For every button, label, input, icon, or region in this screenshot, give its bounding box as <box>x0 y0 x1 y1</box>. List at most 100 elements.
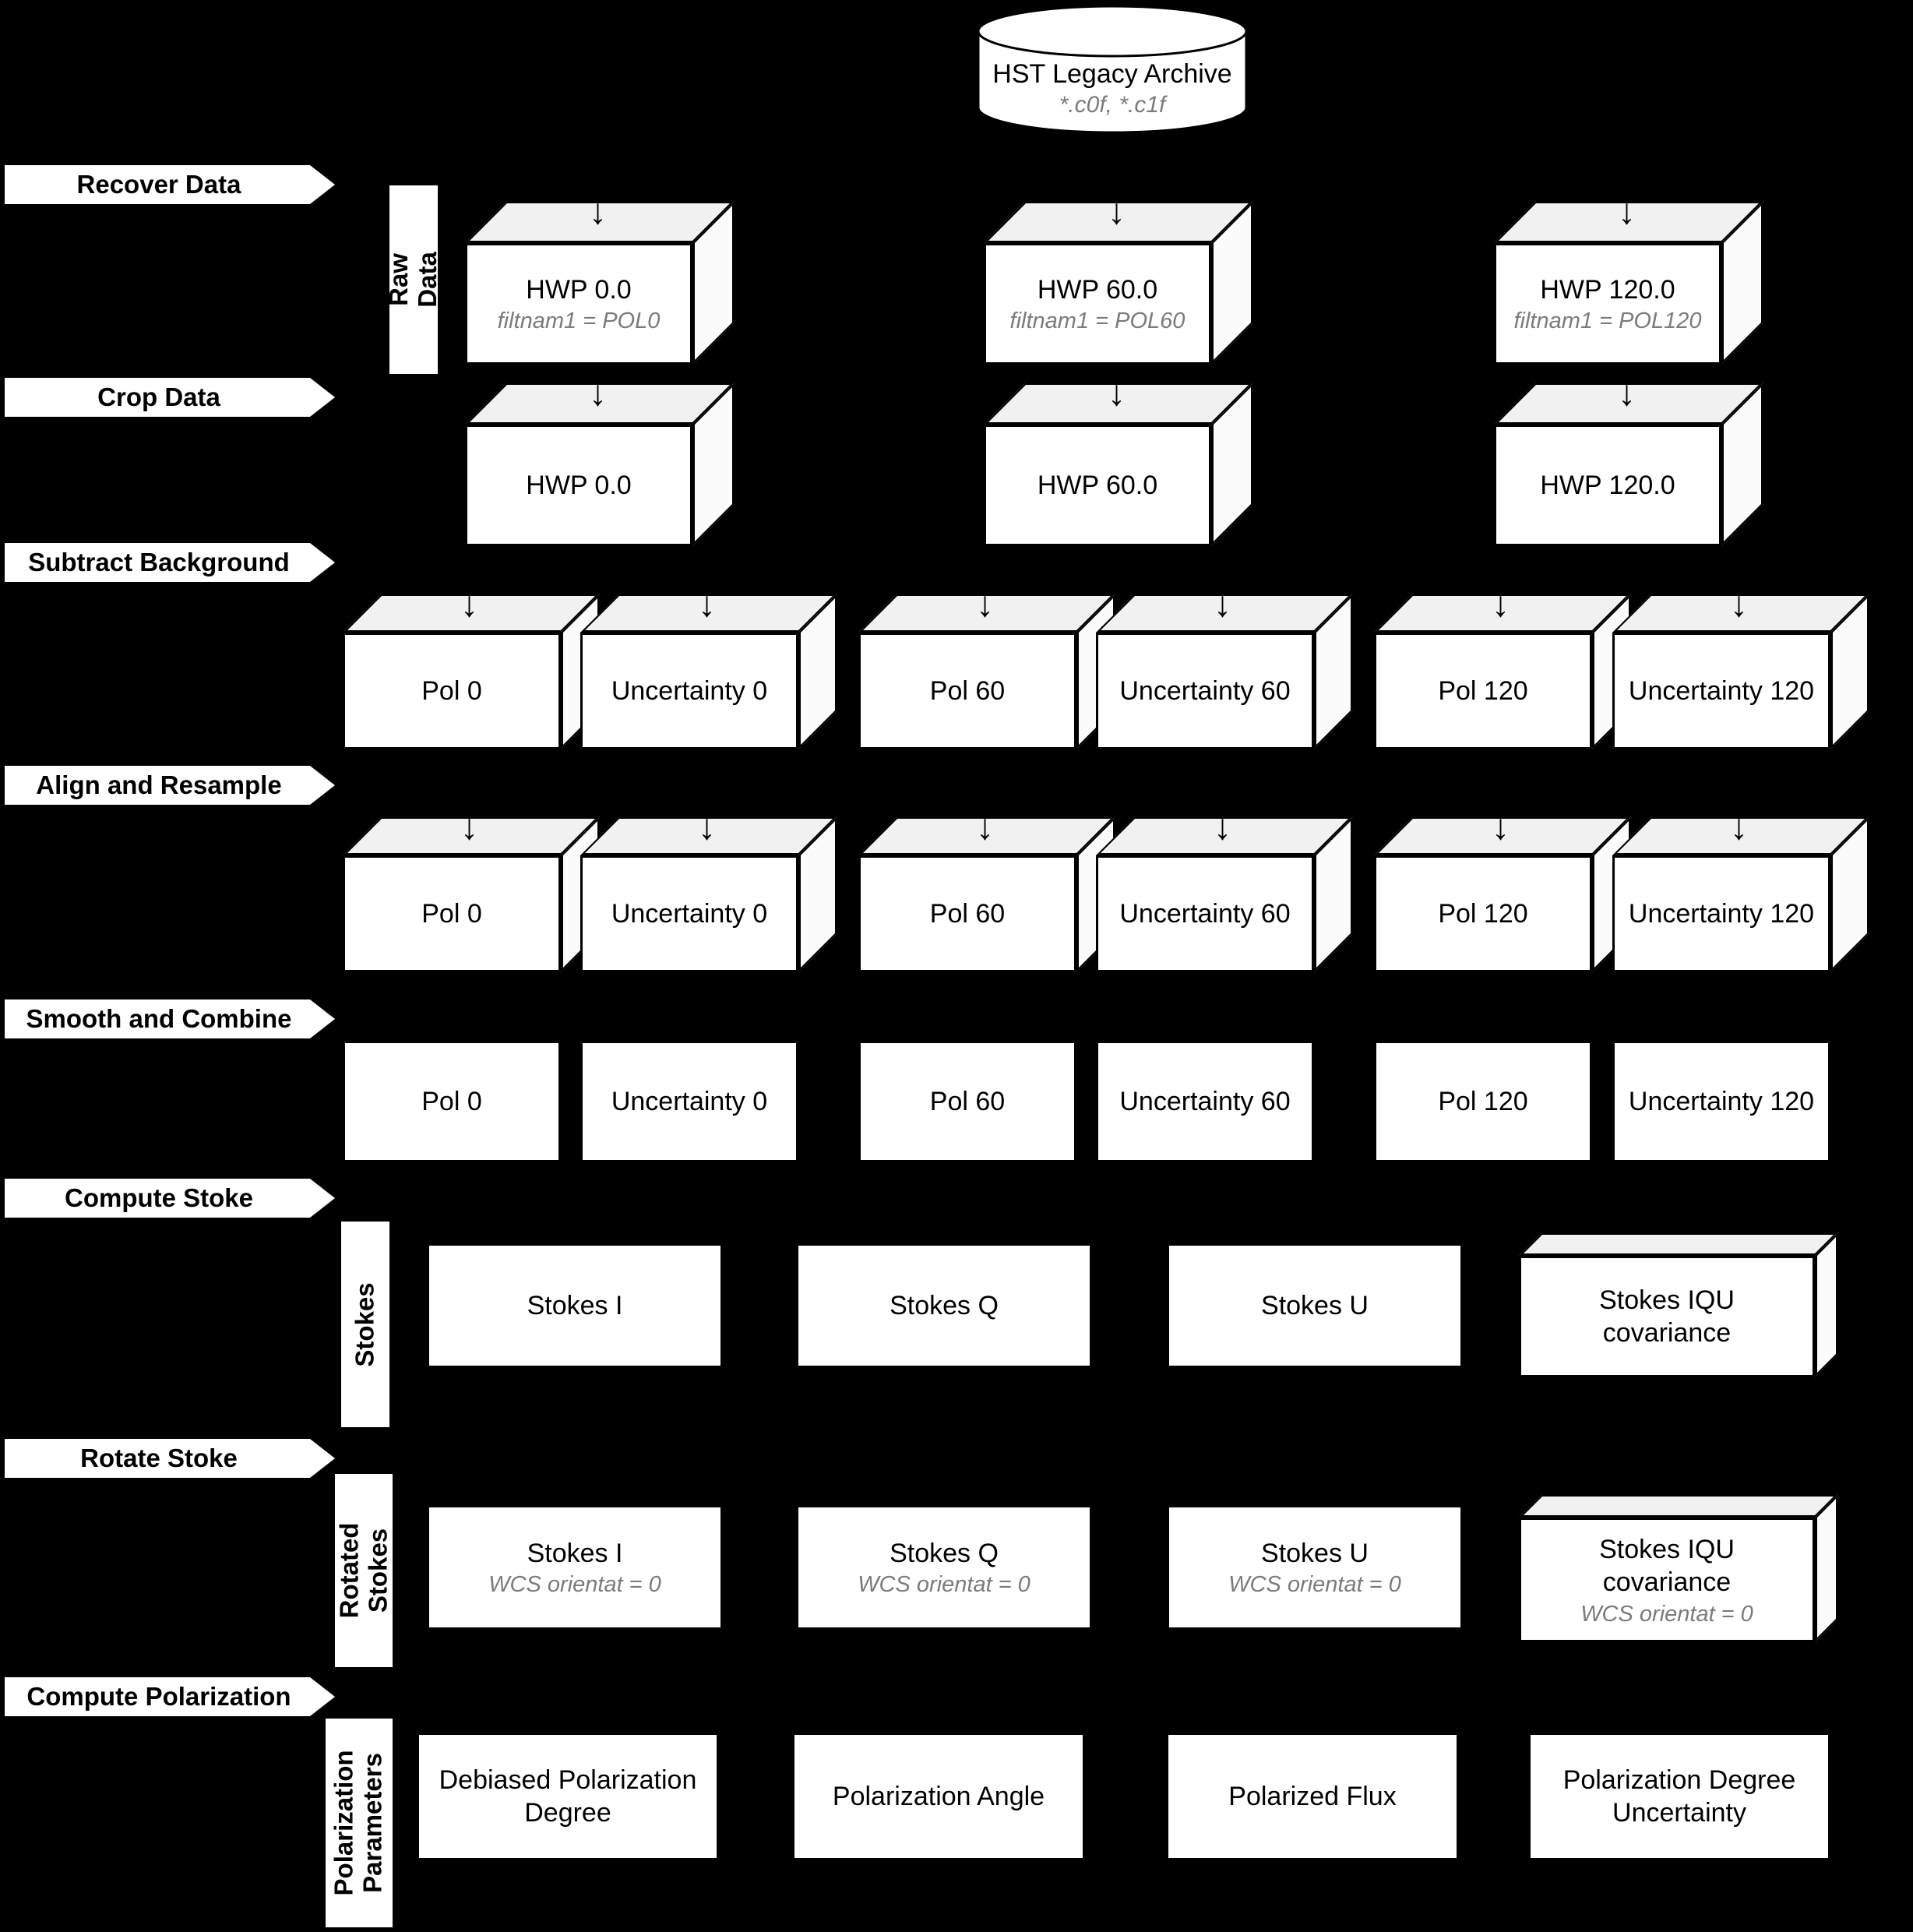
box-subtitle: WCS orientat = 0 <box>488 1572 661 1598</box>
cube-front-face: HWP 0.0 <box>465 425 692 546</box>
down-arrow-icon: ↓ <box>1618 191 1636 231</box>
cube-front-face: Pol 60 <box>858 855 1076 972</box>
align-cube-pol0: Pol 0 ↓ <box>343 809 600 972</box>
polarization-box-degree-uncertainty: Polarization Degree Uncertainty <box>1528 1733 1830 1860</box>
down-arrow-icon: ↓ <box>1108 372 1126 413</box>
down-arrow-icon: ↓ <box>698 583 716 624</box>
stage-banner-smooth-combine: Smooth and Combine <box>5 999 335 1038</box>
cube-front-face: Uncertainty 60 <box>1096 633 1314 749</box>
smooth-box-pol60: Pol 60 <box>858 1041 1076 1162</box>
subtract-cube-uncertainty60: Uncertainty 60 ↓ <box>1096 586 1353 749</box>
cube-title: HWP 0.0 <box>526 274 632 305</box>
stage-banner-label: Align and Resample <box>36 770 282 799</box>
group-label-polarization-parameters: Polarization Parameters <box>326 1719 393 1927</box>
cube-title: Uncertainty 60 <box>1119 675 1291 706</box>
cube-right-face <box>1815 1494 1838 1642</box>
cube-front-face: Pol 60 <box>858 633 1076 749</box>
stage-banner-label: Rotate Stoke <box>80 1444 238 1472</box>
cube-title: Uncertainty 0 <box>611 675 768 706</box>
archive-file-pattern: *.c0f, *.c1f <box>1059 92 1166 118</box>
rotated-stokes-box-i: Stokes I WCS orientat = 0 <box>427 1505 723 1630</box>
stage-banner-compute-stoke: Compute Stoke <box>5 1179 335 1218</box>
group-label-text: Polarization Parameters <box>329 1750 387 1896</box>
cube-right-face <box>1815 1232 1838 1377</box>
stage-banner-label: Recover Data <box>76 170 241 199</box>
box-title: Uncertainty 0 <box>611 1086 768 1116</box>
polarization-box-angle: Polarization Angle <box>792 1733 1085 1860</box>
box-title: Pol 0 <box>421 1086 482 1116</box>
align-cube-uncertainty60: Uncertainty 60 ↓ <box>1096 809 1353 972</box>
cube-front-face: Uncertainty 120 <box>1612 855 1830 972</box>
cube-title: HWP 120.0 <box>1540 274 1675 305</box>
box-title: Polarized Flux <box>1228 1781 1397 1811</box>
raw-data-cube-hwp60: HWP 60.0 filtnam1 = POL60 ↓ <box>984 193 1253 365</box>
cube-front-face: HWP 60.0 <box>984 425 1211 546</box>
down-arrow-icon: ↓ <box>589 372 607 413</box>
smooth-box-pol120: Pol 120 <box>1374 1041 1592 1162</box>
cube-title: HWP 60.0 <box>1037 470 1158 500</box>
smooth-box-uncertainty0: Uncertainty 0 <box>580 1041 798 1162</box>
subtract-cube-pol120: Pol 120 ↓ <box>1374 586 1631 749</box>
stage-banner-label: Compute Stoke <box>64 1183 254 1212</box>
polarization-box-flux: Polarized Flux <box>1166 1733 1459 1860</box>
stage-banner-rotate-stoke: Rotate Stoke <box>5 1439 335 1478</box>
subtract-cube-uncertainty120: Uncertainty 120 ↓ <box>1612 586 1869 749</box>
cube-title: Pol 60 <box>929 675 1006 706</box>
down-arrow-icon: ↓ <box>1730 806 1748 847</box>
stage-banner-align-resample: Align and Resample <box>5 766 335 805</box>
group-label-rotated-stokes: Rotated Stokes <box>334 1474 393 1667</box>
archive-title: HST Legacy Archive <box>992 59 1232 89</box>
align-cube-uncertainty0: Uncertainty 0 ↓ <box>580 809 837 972</box>
box-title: Stokes Q <box>890 1538 999 1568</box>
crop-cube-hwp120: HWP 120.0 ↓ <box>1494 375 1763 546</box>
box-title: Polarization Angle <box>832 1781 1045 1811</box>
cube-title: Stokes IQU covariance <box>1599 1534 1735 1598</box>
stokes-box-i: Stokes I <box>427 1243 723 1368</box>
rotated-stokes-box-u: Stokes U WCS orientat = 0 <box>1167 1505 1463 1630</box>
stage-banner-compute-polarization: Compute Polarization <box>5 1677 335 1716</box>
box-subtitle: WCS orientat = 0 <box>858 1572 1030 1598</box>
align-cube-uncertainty120: Uncertainty 120 ↓ <box>1612 809 1869 972</box>
smooth-box-pol0: Pol 0 <box>343 1041 561 1162</box>
cube-front-face: Pol 120 <box>1374 855 1592 972</box>
subtract-cube-pol0: Pol 0 ↓ <box>343 586 600 749</box>
crop-cube-hwp60: HWP 60.0 ↓ <box>984 375 1253 546</box>
polarization-box-debiased-degree: Debiased Polarization Degree <box>417 1733 719 1860</box>
down-arrow-icon: ↓ <box>698 806 716 847</box>
group-label-text: Raw Data <box>384 252 442 308</box>
cube-front-face: Stokes IQU covariance <box>1519 1256 1815 1377</box>
cube-title: Uncertainty 120 <box>1628 898 1815 929</box>
down-arrow-icon: ↓ <box>976 806 994 847</box>
cube-front-face: Uncertainty 0 <box>580 633 798 749</box>
down-arrow-icon: ↓ <box>1108 191 1126 231</box>
cube-front-face: Stokes IQU covariance WCS orientat = 0 <box>1519 1518 1815 1642</box>
cube-front-face: Uncertainty 0 <box>580 855 798 972</box>
box-title: Stokes U <box>1261 1290 1369 1320</box>
down-arrow-icon: ↓ <box>1492 583 1510 624</box>
box-title: Stokes I <box>527 1538 623 1568</box>
stage-banner-subtract-background: Subtract Background <box>5 543 335 582</box>
stage-banner-crop-data: Crop Data <box>5 378 335 417</box>
box-title: Pol 60 <box>929 1086 1006 1116</box>
down-arrow-icon: ↓ <box>1618 372 1636 413</box>
group-label-raw-data: Raw Data <box>384 185 442 374</box>
group-label-stokes: Stokes <box>341 1222 389 1427</box>
cube-title: Pol 120 <box>1438 898 1528 929</box>
cube-top-face <box>1519 1232 1838 1256</box>
down-arrow-icon: ↓ <box>1214 806 1231 847</box>
cube-title: Uncertainty 120 <box>1628 675 1815 706</box>
stokes-covariance-cube: Stokes IQU covariance <box>1519 1232 1838 1377</box>
cube-top-face <box>1519 1494 1838 1518</box>
box-title: Polarization Degree Uncertainty <box>1562 1765 1796 1828</box>
stokes-box-q: Stokes Q <box>796 1243 1092 1368</box>
stage-banner-recover-data: Recover Data <box>5 165 335 204</box>
cube-title: Pol 120 <box>1438 675 1528 706</box>
align-cube-pol120: Pol 120 ↓ <box>1374 809 1631 972</box>
cube-front-face: HWP 60.0 filtnam1 = POL60 <box>984 243 1211 365</box>
cube-subtitle: filtnam1 = POL60 <box>1009 308 1185 334</box>
align-cube-pol60: Pol 60 ↓ <box>858 809 1115 972</box>
subtract-cube-pol60: Pol 60 ↓ <box>858 586 1115 749</box>
cube-subtitle: WCS orientat = 0 <box>1580 1601 1753 1627</box>
box-title: Stokes Q <box>890 1290 999 1320</box>
cube-front-face: HWP 120.0 <box>1494 425 1721 546</box>
